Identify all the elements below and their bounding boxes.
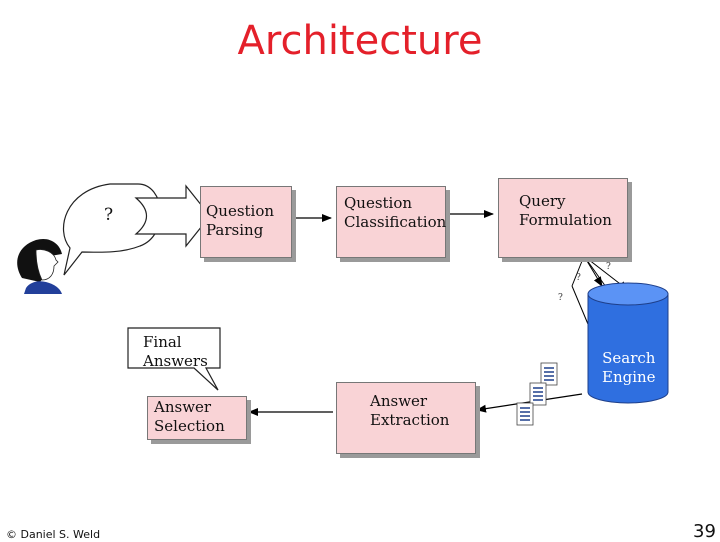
answer-extraction-box: Answer Extraction: [336, 382, 476, 454]
query-question-mark: ?: [606, 262, 611, 272]
document-icon: [516, 402, 534, 426]
query-line-4: [571, 255, 585, 287]
question-parsing-box: Question Parsing: [200, 186, 292, 258]
query-line-3: [583, 255, 603, 287]
user-avatar-icon: [17, 238, 62, 294]
document-icon: [529, 382, 547, 406]
page-number: 39: [693, 521, 716, 542]
document-icon: [540, 362, 558, 386]
final-answers-bubble: [127, 327, 221, 391]
answer-selection-box: Answer Selection: [147, 396, 247, 440]
query-formulation-box: Query Formulation: [498, 178, 628, 258]
question-classification-box: Question Classification: [336, 186, 446, 258]
question-parsing-label: Question Parsing: [206, 202, 275, 239]
slide-title: Architecture: [237, 18, 483, 64]
user-question-mark: ?: [104, 205, 114, 225]
answer-extraction-label: Answer Extraction: [370, 392, 450, 429]
query-formulation-label: Query Formulation: [519, 192, 612, 229]
arrow-engine-to-extraction: [476, 393, 583, 413]
query-question-mark: ?: [576, 273, 581, 283]
footer-author: © Daniel S. Weld: [6, 528, 101, 541]
search-engine-cylinder: [587, 282, 669, 404]
question-classification-label: Question Classification: [344, 194, 447, 231]
search-engine-label: Search Engine: [602, 349, 656, 386]
final-answers-label: Final Answers: [143, 333, 208, 370]
query-question-mark: ?: [558, 293, 563, 303]
answer-selection-label: Answer Selection: [154, 398, 225, 435]
